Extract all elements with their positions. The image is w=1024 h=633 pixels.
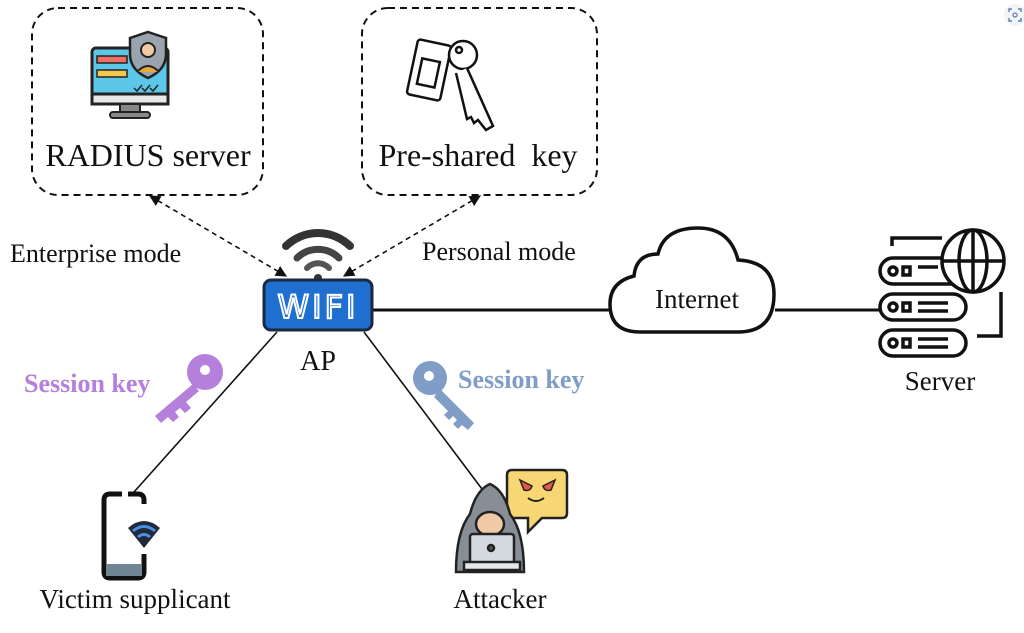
- victim-session-key-label: Session key: [24, 369, 150, 398]
- psk-label: Pre-shared key: [378, 137, 577, 173]
- ap-label: AP: [300, 346, 336, 377]
- internet-label: Internet: [655, 284, 739, 314]
- phone-wifi-icon: [101, 491, 160, 581]
- radius-label: RADIUS server: [45, 137, 251, 173]
- key-with-tag-icon: [405, 38, 495, 132]
- ap-attacker-link: [363, 331, 489, 498]
- psk-box: [361, 7, 598, 196]
- victim-label: Victim supplicant: [39, 584, 231, 614]
- attacker-label: Attacker: [454, 584, 547, 614]
- scan-icon[interactable]: [1004, 4, 1024, 26]
- enterprise-mode-label: Enterprise mode: [10, 239, 181, 268]
- purple-key-icon: [155, 354, 223, 423]
- personal-mode-label: Personal mode: [422, 237, 576, 266]
- radius-box: [31, 7, 264, 196]
- hooded-hacker-icon: [454, 468, 569, 574]
- blue-key-icon: [413, 361, 474, 430]
- ap-victim-link: [133, 331, 278, 493]
- server-label: Server: [905, 366, 975, 396]
- attacker-session-key-label: Session key: [458, 365, 584, 394]
- server-globe-icon: [878, 228, 1006, 358]
- wifi-badge: WIFI: [278, 288, 359, 326]
- monitor-user-shield-icon: [90, 30, 170, 119]
- wifi-router-icon: WIFI: [262, 229, 374, 332]
- cloud-icon: [608, 226, 776, 334]
